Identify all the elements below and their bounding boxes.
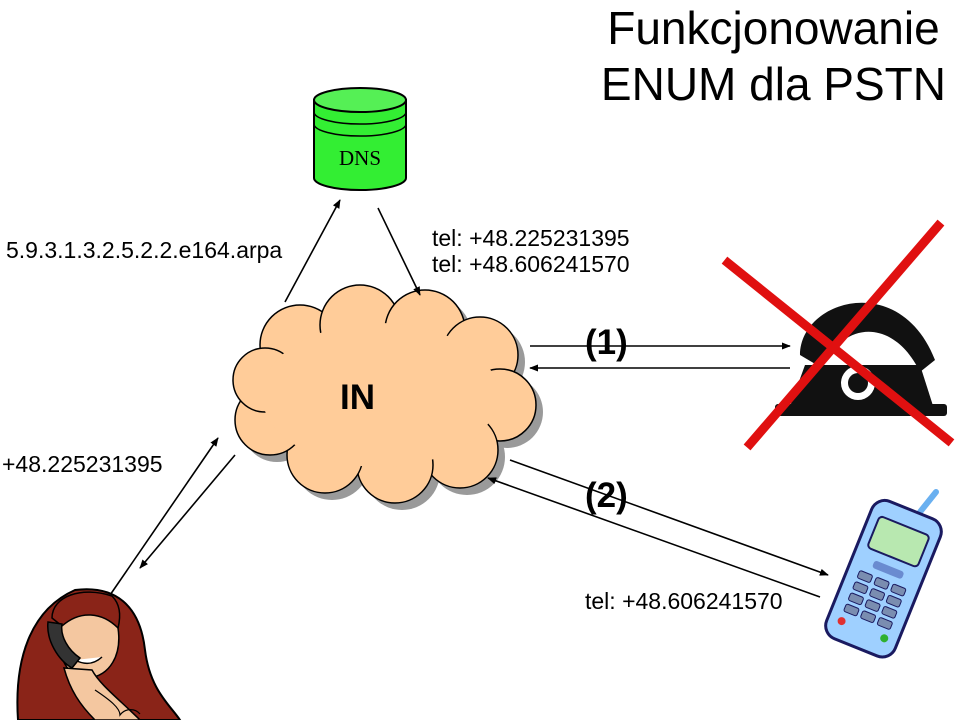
dns-label: DNS — [338, 146, 381, 170]
arrow-in-to-caller — [139, 454, 236, 569]
arrow-mobile-to-in — [487, 477, 821, 598]
title-line-2: ENUM dla PSTN — [600, 58, 946, 110]
response-uri-1: tel: +48.225231395 — [432, 225, 630, 251]
cloud-fill — [262, 323, 498, 467]
enum-query-domain: 5.9.3.1.3.2.5.2.2.e164.arpa — [6, 237, 283, 263]
mobile-phone-icon — [824, 489, 943, 659]
response-uri-2: tel: +48.606241570 — [432, 251, 630, 277]
mobile-uri: tel: +48.606241570 — [585, 588, 783, 614]
database-icon — [313, 87, 407, 191]
path-1-label: (1) — [585, 323, 628, 362]
arrow-caller-to-in — [107, 437, 219, 599]
woman-with-phone-icon — [16, 588, 182, 720]
title-line-1: Funkcjonowanie — [607, 2, 940, 54]
arrow-dns-response — [377, 207, 421, 296]
arrow-query-to-dns — [284, 199, 341, 303]
caller-number: +48.225231395 — [2, 451, 163, 477]
slide-title: Funkcjonowanie ENUM dla PSTN — [601, 0, 946, 112]
arrows — [107, 199, 829, 599]
network-label: IN — [340, 378, 375, 417]
cross-icon — [721, 219, 955, 451]
path-2-label: (2) — [585, 476, 628, 515]
arrow-in-to-mobile — [509, 459, 829, 576]
